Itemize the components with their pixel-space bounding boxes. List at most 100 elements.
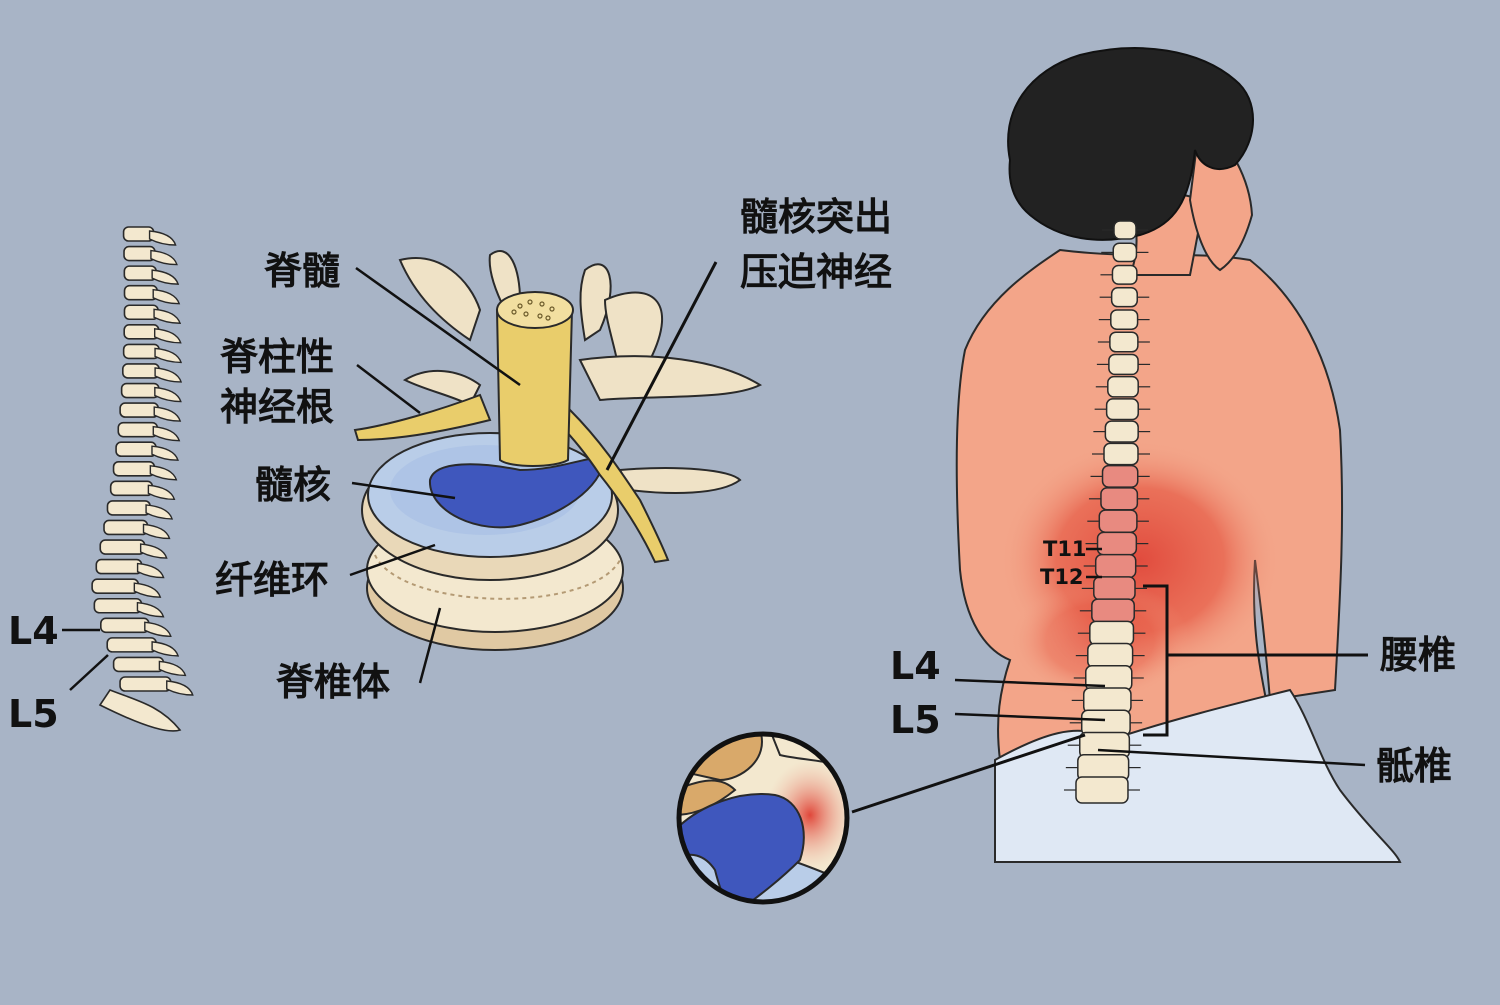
back-vertebra — [1103, 442, 1139, 466]
left-process — [145, 504, 174, 520]
back-vertebra — [1093, 576, 1136, 601]
back-vertebra — [1094, 553, 1137, 579]
leader-right-L5 — [954, 712, 1106, 722]
left-process — [151, 445, 179, 461]
leader-right-L4 — [954, 678, 1106, 688]
herniation-closeup-icon — [676, 731, 850, 905]
left-process — [136, 601, 165, 618]
left-process — [151, 269, 180, 285]
label-nerve-root-line2: 神经根 — [220, 385, 334, 429]
left-vertebra — [93, 597, 143, 614]
label-nerve-root-line1: 脊柱性 — [220, 335, 334, 379]
label-herniation-line2: 压迫神经 — [740, 250, 892, 294]
left-process — [147, 484, 176, 501]
back-vertebra — [1110, 286, 1138, 308]
left-vertebra — [122, 343, 160, 360]
back-vertebra — [1080, 709, 1131, 737]
leader-left-L5 — [69, 654, 109, 691]
left-process — [158, 660, 187, 677]
leader-zoom — [851, 733, 1086, 814]
back-vertebra — [1110, 309, 1139, 330]
label-T12: T12 — [1040, 565, 1084, 589]
label-lumbar: 腰椎 — [1380, 633, 1456, 677]
label-left-L4: L4 — [8, 609, 59, 653]
left-process — [166, 680, 194, 696]
label-left-L5: L5 — [8, 692, 59, 736]
lumbar-bracket — [1143, 584, 1169, 737]
leader-nerve-root — [356, 364, 421, 414]
left-vertebra — [117, 421, 159, 438]
left-process — [153, 308, 182, 324]
left-vertebra — [123, 324, 160, 340]
left-process — [149, 465, 178, 481]
left-vertebra — [106, 637, 157, 653]
left-process — [133, 582, 162, 598]
back-vertebra — [1105, 398, 1139, 421]
label-sacrum: 骶椎 — [1376, 744, 1452, 788]
left-process — [154, 386, 182, 403]
left-process — [139, 543, 168, 559]
left-vertebra — [112, 460, 156, 477]
left-process — [153, 406, 182, 422]
left-process — [150, 249, 178, 266]
vertebra-disc-cross-section-icon — [353, 250, 763, 651]
back-vertebra — [1087, 642, 1134, 669]
left-vertebra — [95, 558, 143, 575]
label-right-L5: L5 — [890, 698, 941, 742]
left-sacrum — [98, 689, 182, 732]
left-vertebra — [91, 578, 140, 594]
left-vertebra — [121, 363, 160, 379]
leader-sacrum — [1097, 748, 1366, 767]
back-vertebra — [1091, 598, 1135, 624]
back-vertebra — [1098, 509, 1138, 534]
left-vertebra — [112, 656, 165, 673]
label-vertebral-body: 脊椎体 — [276, 660, 390, 704]
left-vertebra — [103, 519, 149, 536]
back-vertebra — [1112, 242, 1138, 263]
label-annulus: 纤维环 — [215, 558, 329, 602]
back-vertebra — [1089, 620, 1135, 646]
left-vertebra — [120, 382, 160, 399]
label-spinal-cord: 脊髓 — [264, 249, 340, 293]
back-vertebra — [1082, 687, 1132, 714]
back-vertebra — [1096, 531, 1138, 556]
left-vertebra — [109, 480, 154, 497]
leader-annulus — [349, 543, 436, 577]
left-process — [153, 328, 182, 344]
back-vertebra — [1109, 331, 1139, 353]
left-vertebra — [123, 284, 159, 301]
leader-nucleus — [351, 481, 456, 500]
woman-back-view-icon — [955, 47, 1402, 863]
back-vertebra — [1101, 464, 1139, 488]
left-process — [136, 562, 165, 579]
back-vertebra — [1075, 776, 1129, 804]
left-process — [142, 523, 171, 540]
left-vertebra — [123, 304, 159, 321]
left-process — [154, 367, 183, 383]
label-T11: T11 — [1043, 537, 1087, 561]
left-process — [152, 288, 181, 305]
back-vertebra — [1100, 487, 1139, 511]
back-vertebra — [1107, 375, 1139, 398]
label-nucleus: 髓核 — [255, 463, 331, 507]
left-vertebra — [115, 441, 157, 458]
left-vertebra — [123, 265, 157, 281]
back-vertebra — [1111, 264, 1138, 285]
left-vertebra — [99, 539, 146, 555]
left-vertebra — [106, 500, 151, 516]
leader-herniation — [605, 261, 718, 471]
left-process — [144, 621, 172, 638]
left-vertebra — [119, 676, 172, 692]
back-vertebra — [1104, 420, 1139, 443]
leader-spinal-cord — [355, 266, 521, 387]
left-vertebra — [100, 617, 150, 634]
left-process — [151, 641, 180, 657]
back-vertebra — [1108, 353, 1139, 376]
left-process — [152, 425, 181, 442]
back-vertebra — [1113, 220, 1137, 240]
label-herniation-line1: 髓核突出 — [740, 195, 892, 239]
spine-side-view-icon — [91, 226, 194, 732]
left-vertebra — [119, 402, 160, 418]
